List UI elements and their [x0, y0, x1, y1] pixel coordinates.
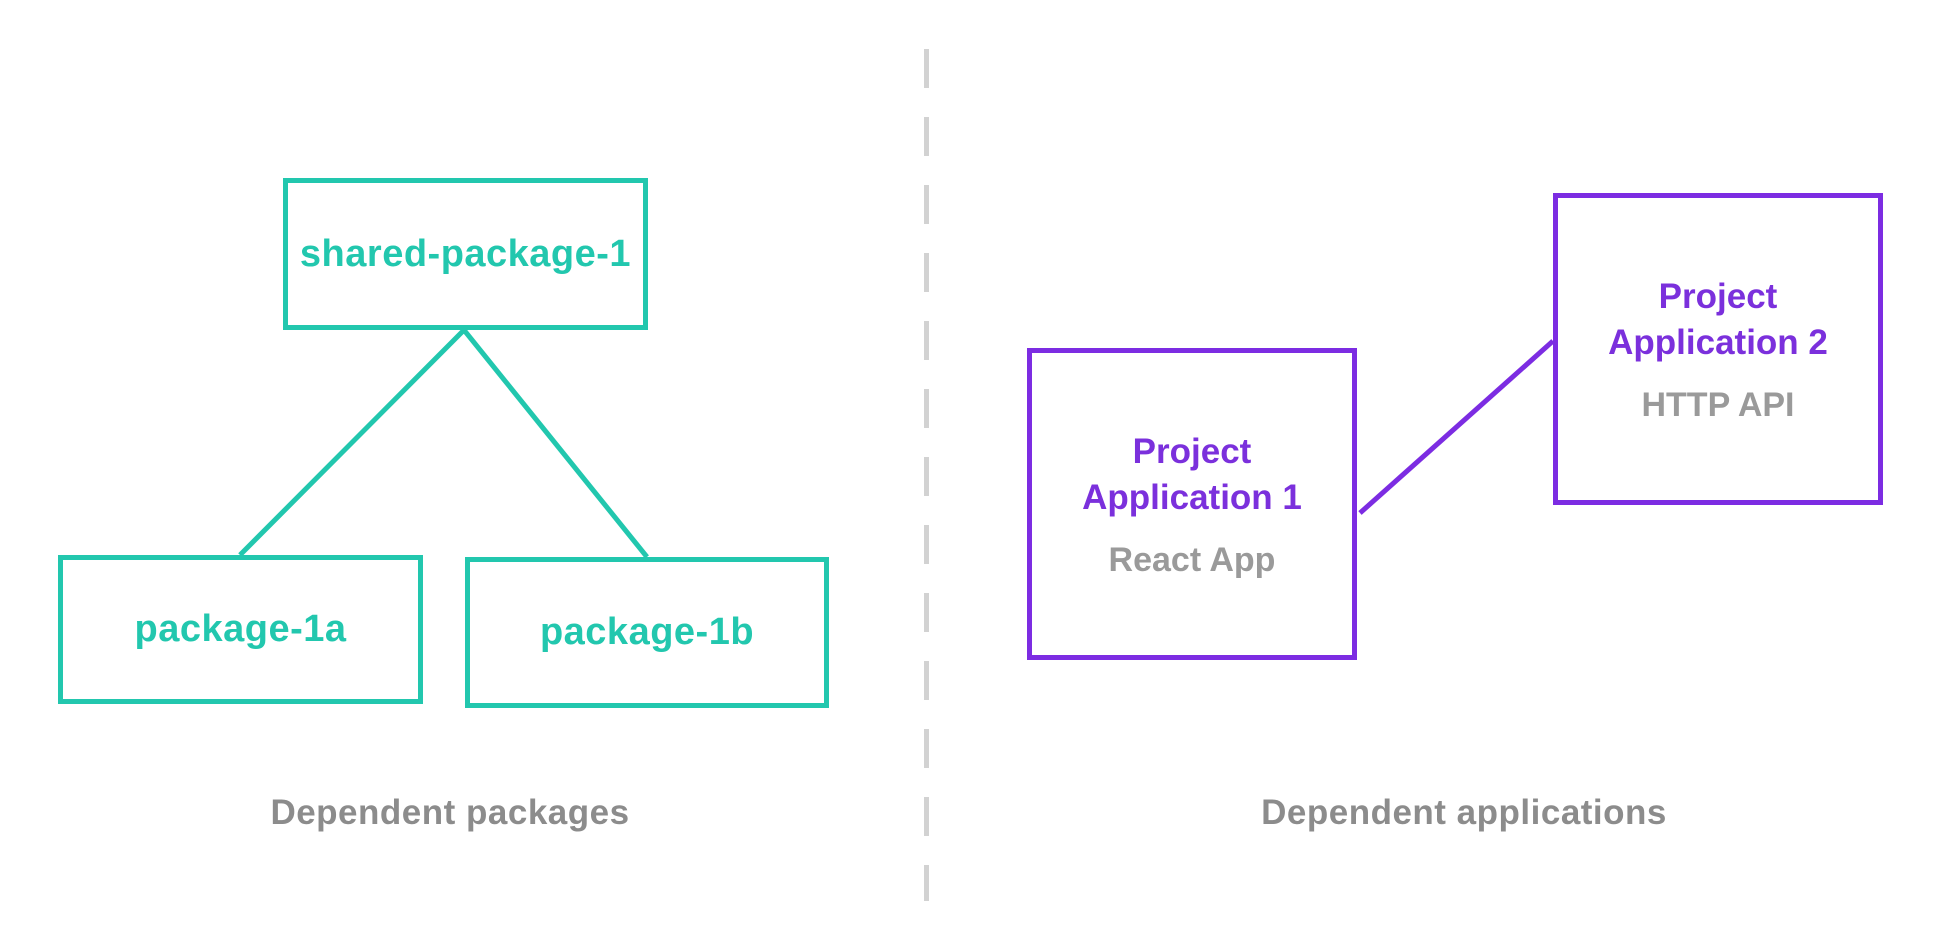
node-package-1a: package-1a — [58, 555, 423, 704]
app-1-subtitle: React App — [1108, 540, 1276, 579]
node-package-1b-label: package-1b — [539, 611, 755, 653]
app-connector-edge — [1358, 339, 1555, 515]
right-panel-caption: Dependent applications — [1261, 793, 1667, 832]
app-2-title-line-2: Application 2 — [1608, 322, 1828, 362]
app-2-title-line-1: Project — [1658, 276, 1778, 316]
node-package-1b: package-1b — [465, 557, 829, 708]
app-1-title-line-1: Project — [1132, 431, 1252, 471]
node-project-application-1: Project Application 1 React App — [1027, 348, 1357, 660]
node-package-1a-label: package-1a — [134, 608, 347, 650]
app-1-title-line-2: Application 1 — [1082, 477, 1302, 517]
app-2-subtitle: HTTP API — [1641, 385, 1795, 424]
package-tree-edges — [238, 326, 649, 559]
left-panel-caption: Dependent packages — [270, 793, 630, 832]
node-shared-package-1: shared-package-1 — [283, 178, 648, 330]
node-shared-package-1-label: shared-package-1 — [299, 232, 632, 275]
node-project-application-2: Project Application 2 HTTP API — [1553, 193, 1883, 505]
